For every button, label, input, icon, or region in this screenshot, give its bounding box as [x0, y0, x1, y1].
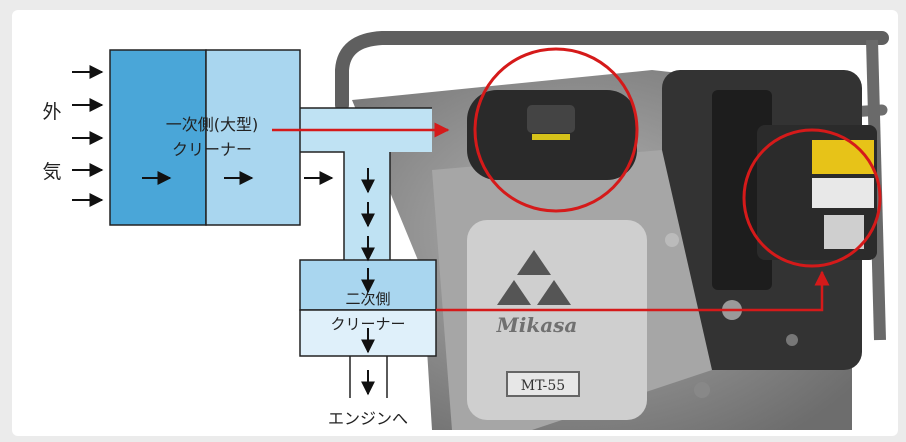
- primary-cleaner-label-1: 一次側(大型): [166, 115, 259, 134]
- highlight-circle-icon: [473, 47, 882, 268]
- secondary-cleaner-label-1: 二次側: [345, 290, 390, 308]
- outside-air-arrows: [72, 65, 104, 207]
- machine-photo: Mikasa MT-55: [335, 31, 889, 430]
- brand-plate-text: Mikasa: [496, 313, 578, 337]
- to-engine-label: エンジンへ: [328, 409, 408, 428]
- primary-cleaner-label-2: クリーナー: [172, 140, 252, 159]
- outside-air-label-2: 気: [42, 161, 61, 183]
- primary-cleaner-chamber: [205, 49, 301, 226]
- pointer-arrow-icon: [272, 122, 830, 312]
- primary-cleaner-filter: [109, 49, 207, 226]
- mikasa-logo-icon: [497, 250, 571, 305]
- flow-diagram: 一次側(大型) クリーナー 二次側 クリーナー エンジンへ: [109, 49, 437, 428]
- diagram-frame: Mikasa MT-55 外 気: [12, 10, 898, 436]
- model-plate-text: MT-55: [521, 378, 565, 394]
- outside-air-label-1: 外: [42, 101, 61, 123]
- air-cleaner-diagram: Mikasa MT-55 外 気: [42, 31, 889, 430]
- secondary-cleaner-label-2: クリーナー: [330, 315, 405, 333]
